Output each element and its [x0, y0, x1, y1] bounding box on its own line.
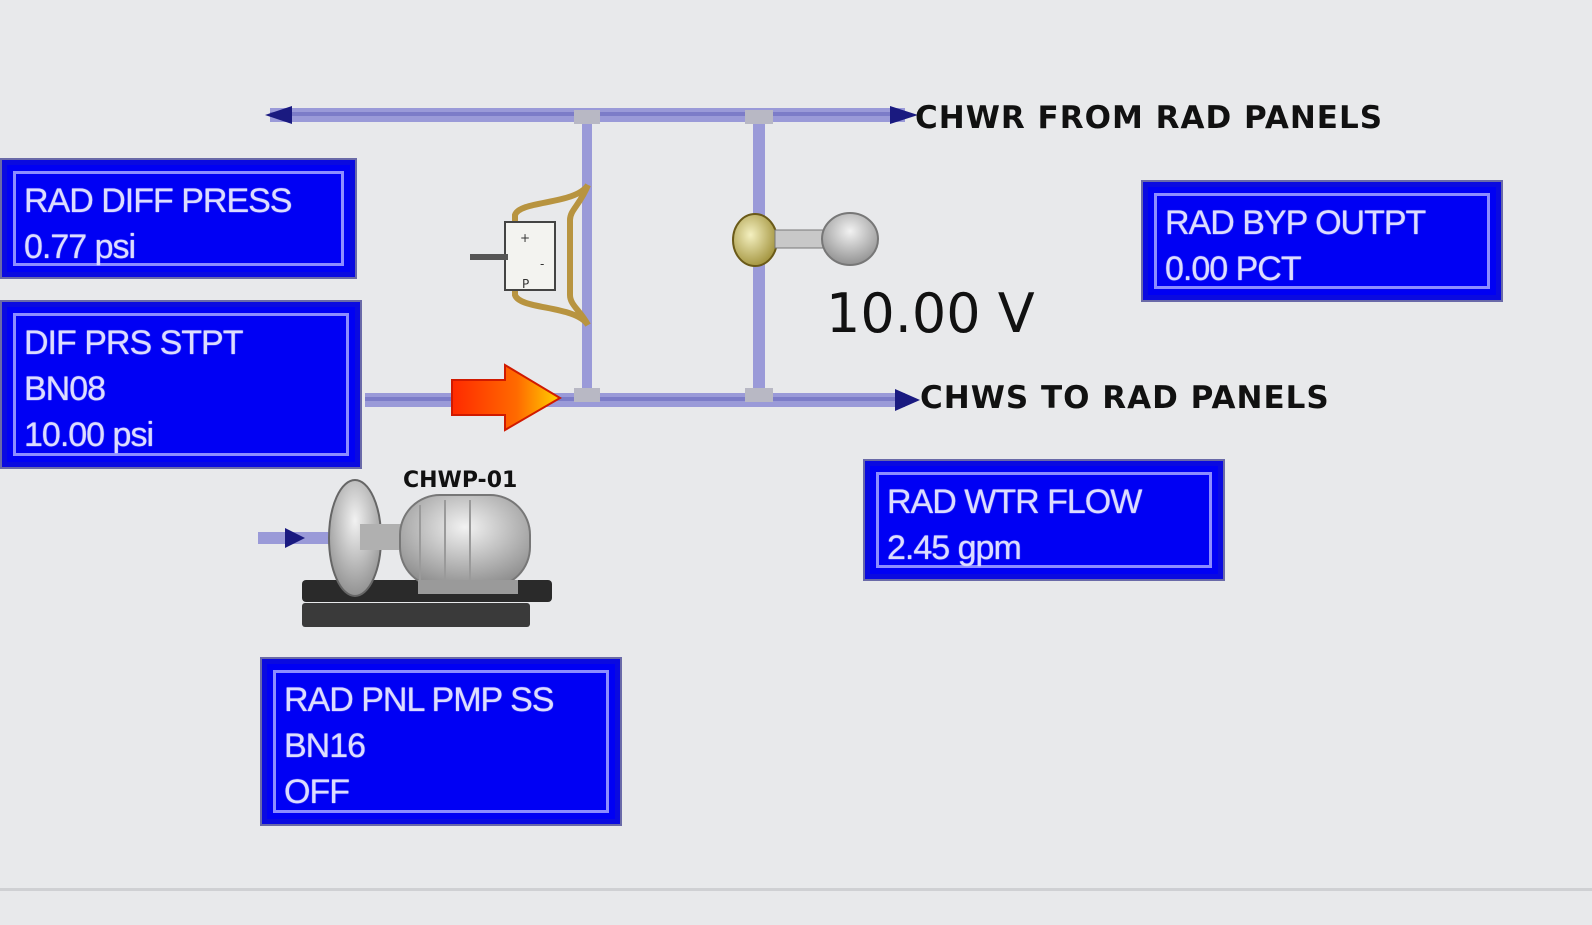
rad-byp-outpt-value: 0.00 PCT — [1165, 250, 1302, 288]
bypass-riser-pipe — [574, 110, 600, 402]
rad-wtr-flow-box[interactable]: RAD WTR FLOW 2.45 gpm — [865, 461, 1223, 579]
bottom-divider — [0, 888, 1592, 891]
diff-pressure-valve-icon[interactable]: + - P — [470, 182, 591, 328]
dif-prs-stpt-inner: DIF PRS STPT BN08 10.00 psi — [13, 313, 349, 456]
chilled-water-pump-icon[interactable] — [302, 479, 552, 627]
svg-text:+: + — [520, 231, 530, 245]
rad-byp-outpt-label: RAD BYP OUTPT — [1165, 204, 1426, 242]
rad-pnl-pmp-ss-point: BN16 — [284, 727, 366, 765]
rad-pnl-pmp-ss-inner: RAD PNL PMP SS BN16 OFF — [273, 670, 609, 813]
rad-diff-press-inner: RAD DIFF PRESS 0.77 psi — [13, 171, 344, 266]
rad-pnl-pmp-ss-box[interactable]: RAD PNL PMP SS BN16 OFF — [262, 659, 620, 824]
bypass-control-valve-icon[interactable] — [732, 212, 879, 267]
valve-signal-readout: 10.00 V — [826, 282, 1035, 345]
rad-wtr-flow-label: RAD WTR FLOW — [887, 483, 1142, 521]
dif-prs-stpt-box[interactable]: DIF PRS STPT BN08 10.00 psi — [2, 302, 360, 467]
rad-diff-press-value: 0.77 psi — [24, 228, 136, 266]
svg-text:P: P — [522, 277, 529, 291]
chws-pipe-label: CHWS TO RAD PANELS — [920, 380, 1330, 416]
rad-diff-press-box[interactable]: RAD DIFF PRESS 0.77 psi — [2, 160, 355, 277]
dif-prs-stpt-value: 10.00 psi — [24, 416, 154, 454]
rad-byp-outpt-inner: RAD BYP OUTPT 0.00 PCT — [1154, 193, 1490, 289]
rad-wtr-flow-value: 2.45 gpm — [887, 529, 1022, 567]
svg-text:-: - — [540, 257, 544, 271]
rad-wtr-flow-inner: RAD WTR FLOW 2.45 gpm — [876, 472, 1212, 568]
rad-diff-press-label: RAD DIFF PRESS — [24, 182, 292, 220]
rad-pnl-pmp-ss-value: OFF — [284, 773, 350, 811]
rad-pnl-pmp-ss-label: RAD PNL PMP SS — [284, 681, 554, 719]
rad-byp-outpt-box[interactable]: RAD BYP OUTPT 0.00 PCT — [1143, 182, 1501, 300]
chwr-pipe-label: CHWR FROM RAD PANELS — [915, 100, 1384, 136]
pump-tag-label: CHWP-01 — [403, 468, 518, 493]
dif-prs-stpt-point: BN08 — [24, 370, 106, 408]
flow-direction-arrow-icon — [451, 363, 562, 432]
chws-supply-pipe — [365, 389, 920, 411]
pump-suction-pipe — [258, 528, 333, 548]
dif-prs-stpt-label: DIF PRS STPT — [24, 324, 243, 362]
